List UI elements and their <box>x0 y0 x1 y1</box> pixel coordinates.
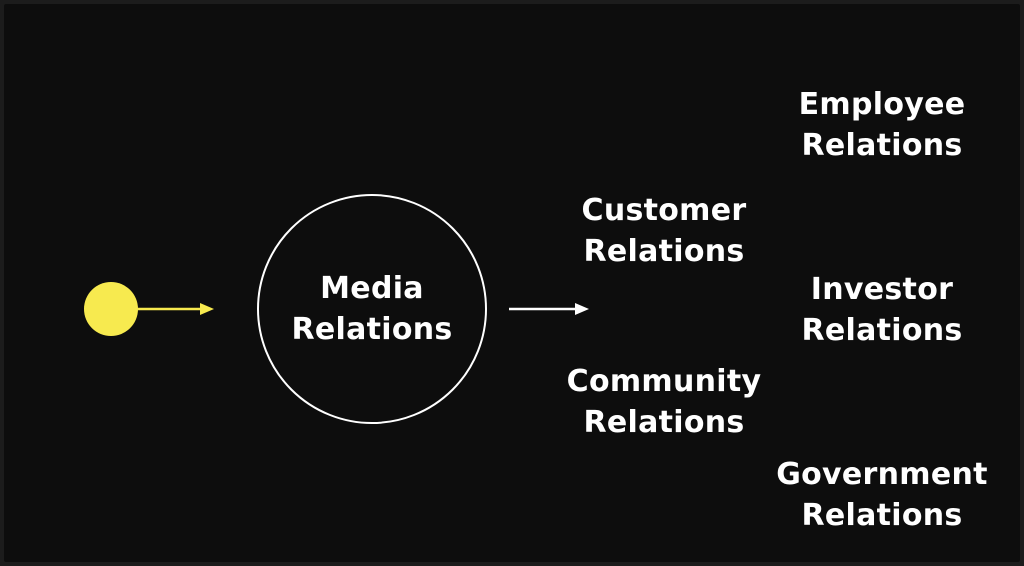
media-relations-line2: Relations <box>291 312 453 347</box>
yellow-arrow-icon <box>136 300 216 320</box>
investor-relations-line2: Relations <box>801 313 963 348</box>
media-relations-line1: Media <box>320 271 424 306</box>
customer-relations-line1: Customer <box>581 193 747 228</box>
government-relations-line1: Government <box>776 457 988 492</box>
yellow-dot-marker <box>84 282 138 336</box>
customer-relations-line2: Relations <box>583 234 745 269</box>
investor-relations-line1: Investor <box>810 272 954 307</box>
employee-relations-label: Employee Relations <box>772 84 992 166</box>
community-relations-label: Community Relations <box>554 361 774 443</box>
customer-relations-label: Customer Relations <box>564 190 764 272</box>
government-relations-label: Government Relations <box>762 454 1002 536</box>
white-arrow-icon <box>509 300 591 320</box>
government-relations-line2: Relations <box>801 498 963 533</box>
employee-relations-line2: Relations <box>801 128 963 163</box>
slide-canvas: Media Relations Customer Relations Commu… <box>4 4 1020 562</box>
media-relations-label: Media Relations <box>257 268 487 350</box>
media-relations-circle <box>257 194 487 424</box>
investor-relations-label: Investor Relations <box>772 269 992 351</box>
community-relations-line2: Relations <box>583 405 745 440</box>
employee-relations-line1: Employee <box>798 87 966 122</box>
community-relations-line1: Community <box>566 364 762 399</box>
